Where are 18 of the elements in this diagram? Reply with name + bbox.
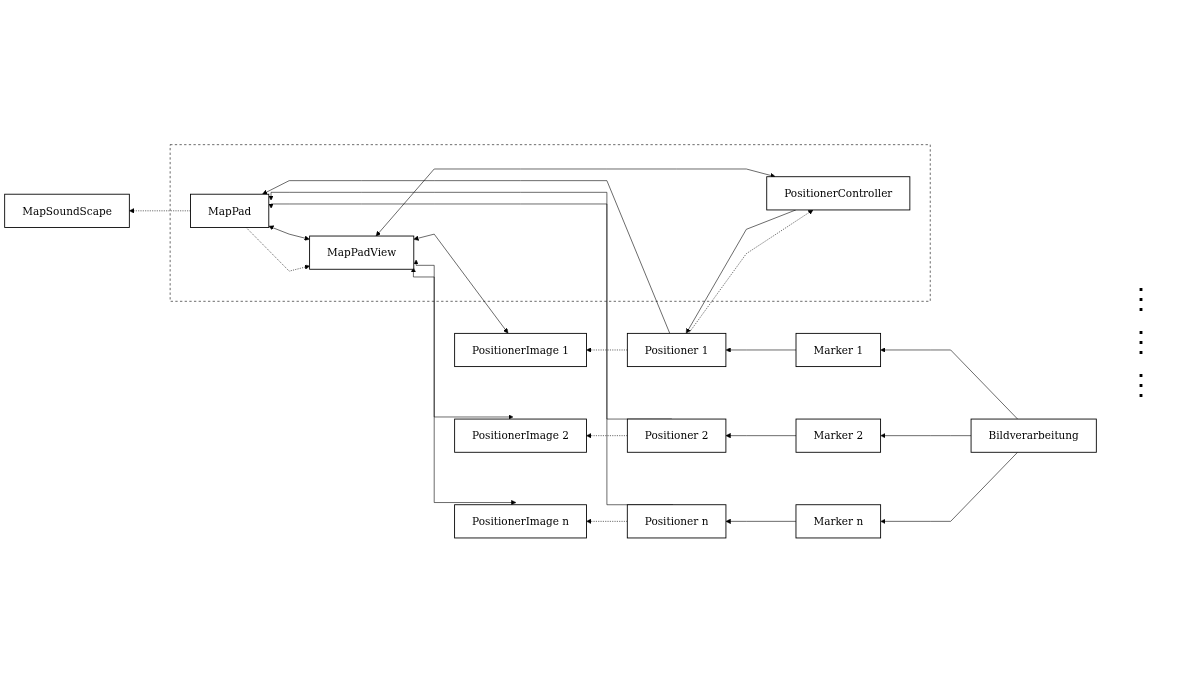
cluster — [169, 144, 931, 302]
node-box: Positioner n — [626, 504, 727, 539]
node-box: Marker 2 — [795, 418, 882, 453]
node-box: Bildverarbeitung — [970, 418, 1097, 453]
node-box: MapSoundScape — [4, 193, 130, 228]
node-box: MapPadView — [309, 235, 415, 270]
ellipsis-mark: ⋮ — [1127, 324, 1155, 358]
node-box: PositionerImage 2 — [454, 418, 587, 453]
ellipsis-mark: ⋮ — [1127, 281, 1155, 315]
node-box: PositionerImage 1 — [454, 332, 587, 367]
node-box: PositionerController — [766, 175, 911, 211]
node-box: MapPad — [190, 193, 270, 228]
node-box: PositionerImage n — [454, 504, 587, 539]
node-box: Marker 1 — [795, 332, 882, 367]
node-box: Marker n — [795, 504, 882, 539]
ellipsis-mark: ⋮ — [1127, 367, 1155, 401]
node-box: Positioner 2 — [626, 418, 727, 453]
node-box: Positioner 1 — [626, 332, 727, 367]
